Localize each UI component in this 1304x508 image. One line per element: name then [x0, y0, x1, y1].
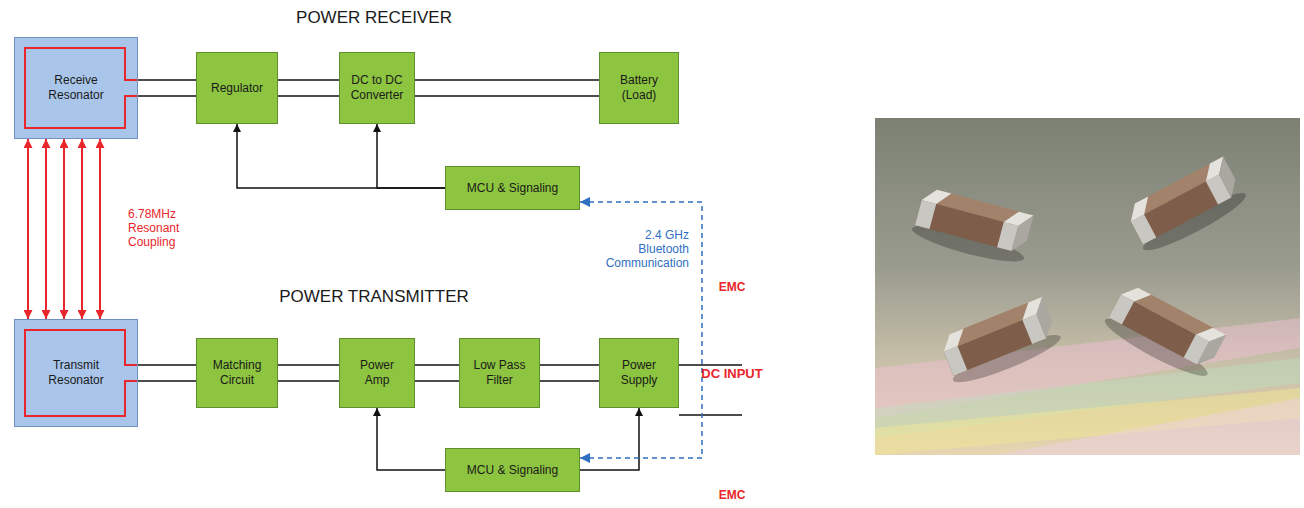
capacitor-chip [909, 186, 1035, 268]
emc-label: DC INPUT [676, 366, 788, 381]
box-label: DC to DC Converter [344, 73, 410, 103]
process-box: DC to DC Converter [339, 52, 415, 124]
connector-line [580, 408, 639, 470]
light-streak [995, 398, 1300, 455]
connector-line [138, 380, 196, 382]
connector [138, 365, 196, 381]
box-label: MCU & Signaling [453, 181, 573, 196]
connector-line [27, 139, 29, 319]
coil-outline [25, 330, 137, 416]
label-patch: 2.4 GHz Bluetooth Communication [565, 224, 695, 274]
connector-line [415, 364, 459, 366]
process-box: Power Amp [339, 338, 415, 408]
emc-ellipse: EMC DC INPUT EMC [676, 272, 788, 508]
process-box: Battery (Load) [599, 52, 679, 124]
connector [237, 124, 445, 188]
connector-line [679, 364, 742, 366]
connector [377, 124, 445, 188]
connector-line [81, 139, 83, 319]
capacitor-chip [937, 296, 1065, 390]
label-patch: 6.78MHz Resonant Coupling [122, 203, 214, 253]
process-box: Matching Circuit [196, 338, 278, 408]
connector-line [138, 79, 196, 81]
panel-title: POWER TRANSMITTER [10, 287, 738, 307]
connector-line [138, 95, 196, 97]
connector-line [278, 364, 339, 366]
box-label: Matching Circuit [202, 358, 272, 388]
resonator-label: Receive Resonator [28, 73, 124, 103]
connector-line [278, 79, 339, 81]
text-slot: EMC [676, 488, 788, 503]
capacitor-chip [1100, 281, 1228, 383]
edge-label: 6.78MHz Resonant Coupling [128, 207, 190, 249]
connector-line [278, 380, 339, 382]
connector [415, 365, 459, 381]
connector-line [278, 95, 339, 97]
connector-line [540, 364, 599, 366]
lightning-bolt [720, 298, 744, 340]
emc-label: EMC [676, 488, 788, 503]
connector-line [63, 139, 65, 319]
light-streak [875, 388, 1300, 455]
resonator-box: Transmit Resonator [14, 319, 138, 427]
box-label: Battery (Load) [605, 73, 673, 103]
box-label: Power Amp [352, 358, 402, 388]
box-label: Regulator [202, 81, 272, 96]
connector [580, 408, 639, 470]
connector [28, 139, 100, 319]
connector-line [415, 79, 599, 81]
process-box: MCU & Signaling [445, 448, 580, 492]
section-band: POWER TRANSMITTER Transmit Resonator Match… [10, 271, 738, 508]
connector-line [138, 364, 196, 366]
text-slot: EMC [676, 280, 788, 295]
connector-line [415, 380, 459, 382]
ellipse-outline [677, 273, 787, 507]
process-box: Low Pass Filter [459, 338, 540, 408]
connector [540, 365, 599, 381]
connector [377, 408, 445, 470]
lightning-bolt [722, 408, 746, 454]
text-slot: DC INPUT [676, 366, 788, 381]
box-label: Power Supply [611, 358, 667, 388]
connector-line [377, 408, 445, 470]
connector [278, 80, 339, 96]
process-box: Power Supply [599, 338, 679, 408]
connector-line [99, 139, 101, 319]
connector-line [679, 414, 742, 416]
process-box: Regulator [196, 52, 278, 124]
connector-line [415, 95, 599, 97]
box-label: MCU & Signaling [453, 463, 573, 478]
capacitor-photo [875, 118, 1300, 455]
connector-line [237, 124, 445, 188]
emc-ellipse-shape [676, 272, 788, 508]
resonator-box: Receive Resonator [14, 37, 138, 139]
connector [278, 365, 339, 381]
capacitor-chip [1123, 156, 1251, 258]
connector-line [45, 139, 47, 319]
coil-outline [25, 48, 137, 128]
edge-label: 2.4 GHz Bluetooth Communication [597, 228, 689, 270]
section-band: POWER RECEIVER Receive Resonator Regulator… [10, 0, 738, 246]
photo-ground [875, 118, 1300, 455]
connector-line [540, 380, 599, 382]
emc-label: EMC [676, 280, 788, 295]
connector [138, 80, 196, 96]
box-label: Low Pass Filter [466, 358, 534, 388]
connector [415, 80, 599, 96]
process-box: MCU & Signaling [445, 166, 580, 210]
resonator-label: Transmit Resonator [28, 358, 124, 388]
connector-line [377, 124, 445, 188]
panel-title: POWER RECEIVER [10, 8, 738, 28]
